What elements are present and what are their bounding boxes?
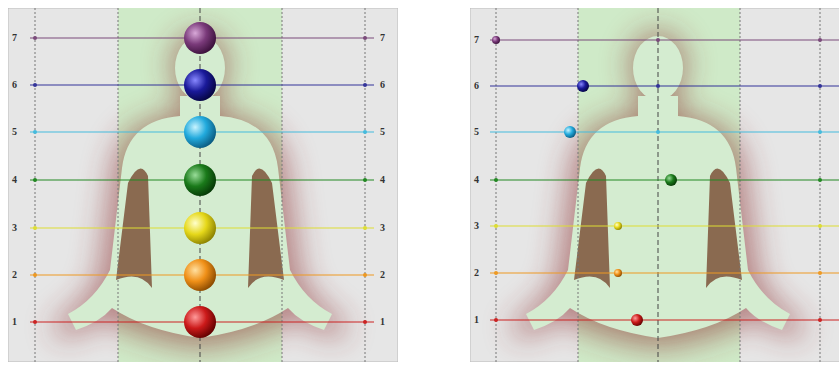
right-panel xyxy=(470,8,839,362)
chakra-number: 5 xyxy=(474,127,479,137)
chakra-number: 2 xyxy=(474,268,479,278)
chakra-number: 6 xyxy=(380,80,385,90)
chakra-number: 4 xyxy=(380,175,385,185)
chakra-number: 7 xyxy=(380,33,385,43)
chakra-number: 6 xyxy=(12,80,17,90)
chakra-number: 1 xyxy=(380,317,385,327)
chakra-number: 3 xyxy=(12,223,17,233)
chakra-number: 4 xyxy=(474,175,479,185)
chakra-number: 7 xyxy=(12,33,17,43)
chakra-number: 5 xyxy=(12,127,17,137)
chakra-number: 2 xyxy=(380,270,385,280)
chakra-number: 3 xyxy=(474,221,479,231)
chakra-number: 1 xyxy=(474,315,479,325)
chakra-number: 1 xyxy=(12,317,17,327)
chakra-number: 4 xyxy=(12,175,17,185)
chakra-number: 6 xyxy=(474,81,479,91)
chakra-number: 5 xyxy=(380,127,385,137)
chakra-number: 3 xyxy=(380,223,385,233)
chakra-number: 2 xyxy=(12,270,17,280)
chakra-number: 7 xyxy=(474,35,479,45)
left-panel xyxy=(8,8,398,362)
